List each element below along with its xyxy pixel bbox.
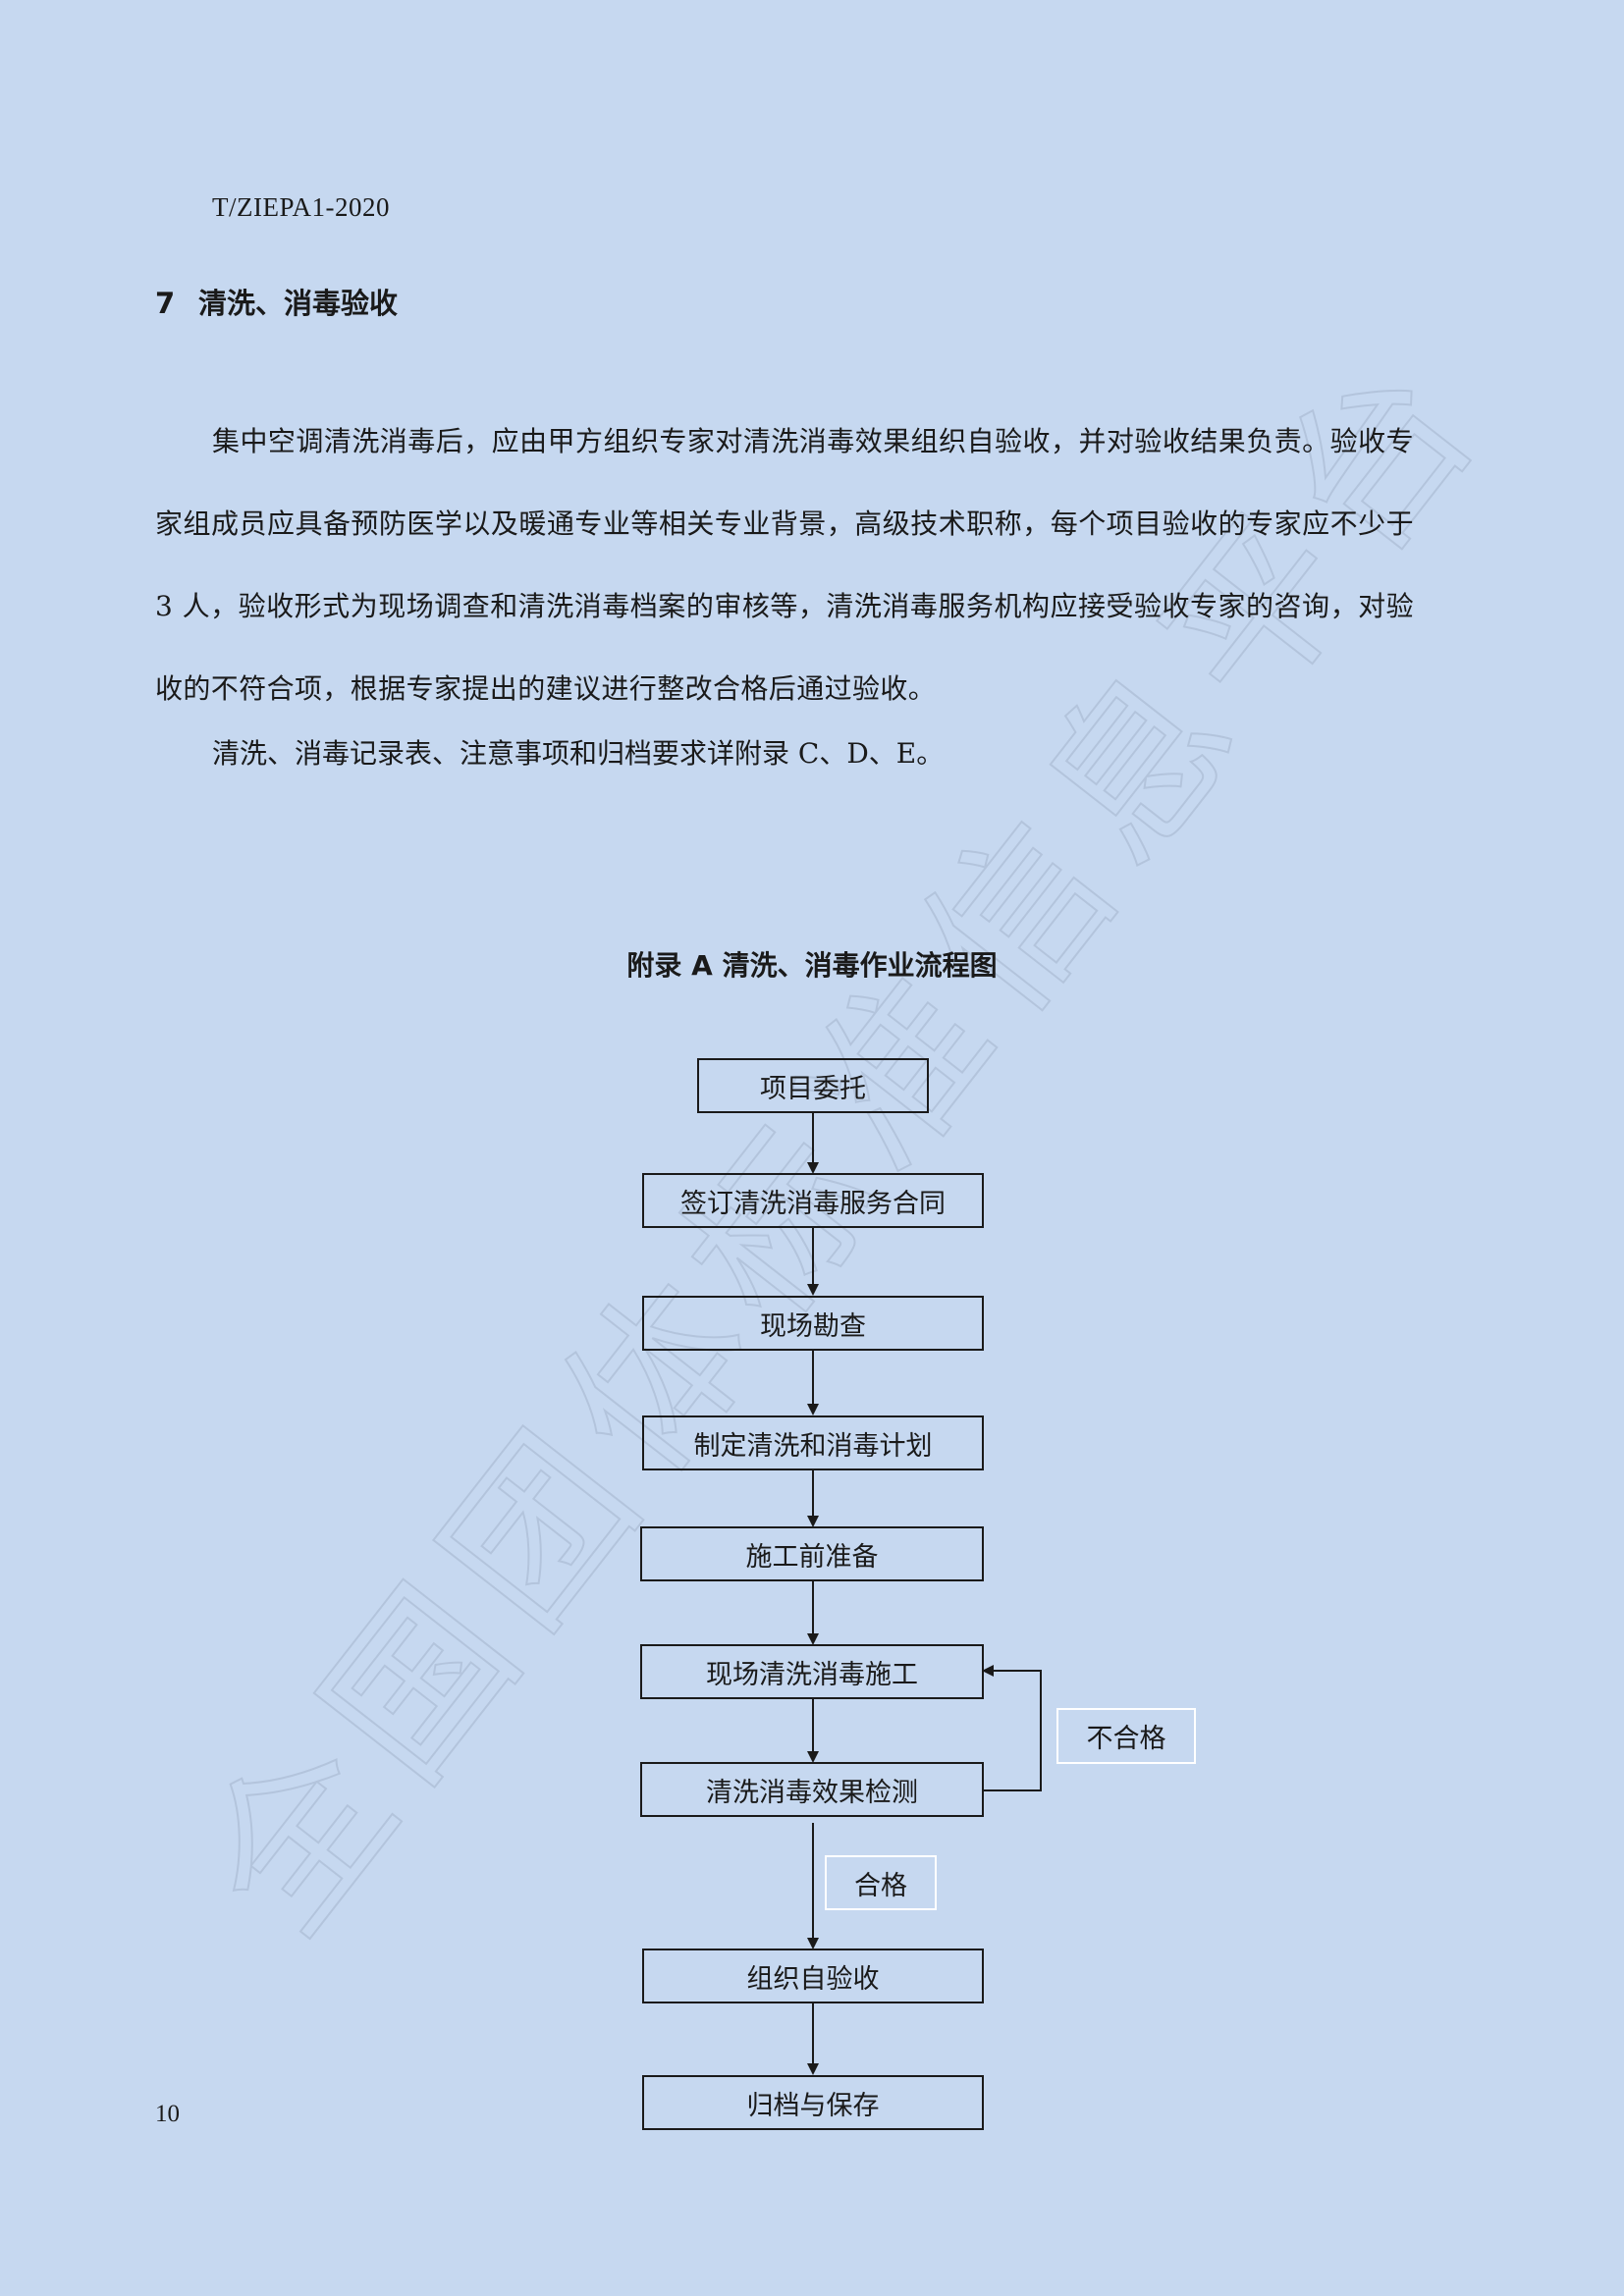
section-heading: 7 清洗、消毒验收	[155, 281, 398, 322]
paragraph-records: 清洗、消毒记录表、注意事项和归档要求详附录 C、D、E。	[212, 737, 945, 770]
section-number: 7	[155, 287, 176, 320]
appendix-title: 附录 A 清洗、消毒作业流程图	[626, 949, 998, 982]
flow-step-construction: 现场清洗消毒施工	[640, 1644, 984, 1699]
flow-step-inspection: 清洗消毒效果检测	[640, 1762, 984, 1817]
flow-step-plan: 制定清洗和消毒计划	[642, 1415, 984, 1470]
flow-step-survey: 现场勘查	[642, 1296, 984, 1351]
section-title: 清洗、消毒验收	[198, 287, 399, 320]
arrow-fail-loop	[982, 1665, 1042, 1791]
paragraph-acceptance: 集中空调清洗消毒后，应由甲方组织专家对清洗消毒效果组织自验收，并对验收结果负责。…	[155, 425, 1414, 705]
flow-step-commission: 项目委托	[697, 1058, 929, 1113]
fail-label: 不合格	[1056, 1708, 1196, 1764]
flow-step-acceptance: 组织自验收	[642, 1949, 984, 2003]
page-number: 10	[155, 2101, 180, 2127]
pass-label: 合格	[825, 1855, 937, 1910]
document-code: T/ZIEPA1-2020	[212, 192, 390, 222]
flow-step-preparation: 施工前准备	[640, 1526, 984, 1581]
flow-step-archive: 归档与保存	[642, 2075, 984, 2130]
flow-step-contract: 签订清洗消毒服务合同	[642, 1173, 984, 1228]
